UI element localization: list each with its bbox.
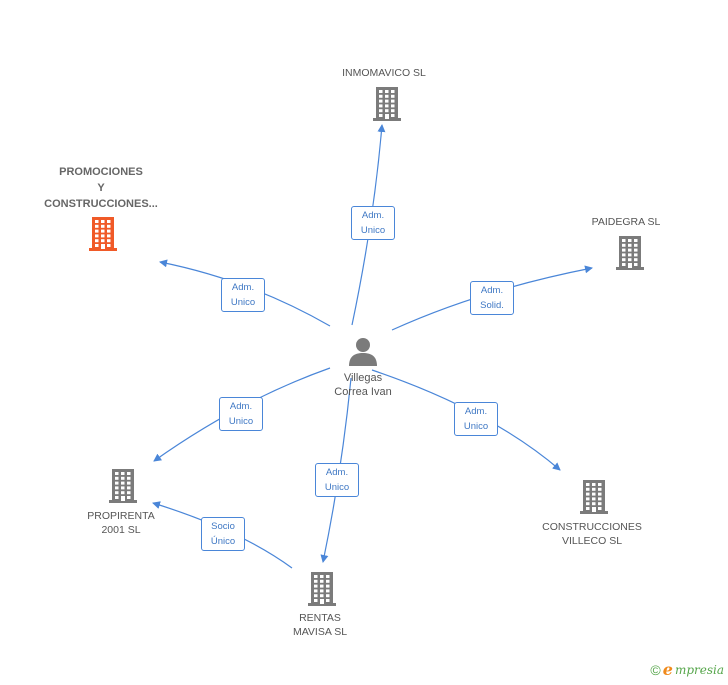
person-icon[interactable] bbox=[347, 336, 379, 366]
center-person-name[interactable]: Villegas Correa Ivan bbox=[334, 372, 392, 398]
building-icon[interactable] bbox=[614, 234, 646, 270]
edge-label-propirenta: Adm. Unico bbox=[219, 397, 263, 431]
building-icon[interactable] bbox=[107, 467, 139, 503]
node-label-villeco[interactable]: CONSTRUCCIONES VILLECO SL bbox=[542, 521, 642, 547]
edge-label-paidegra: Adm. Solid. bbox=[470, 281, 514, 315]
building-icon[interactable] bbox=[306, 570, 338, 606]
node-label-rentas[interactable]: RENTAS MAVISA SL bbox=[292, 612, 348, 638]
building-icon[interactable] bbox=[578, 478, 610, 514]
node-label-paidegra[interactable]: PAIDEGRA SL bbox=[591, 216, 661, 228]
node-label-promociones[interactable]: PROMOCIONES Y CONSTRUCCIONES... bbox=[44, 166, 158, 210]
building-icon[interactable] bbox=[371, 85, 403, 121]
building-icon[interactable] bbox=[87, 215, 119, 251]
node-label-inmomavico[interactable]: INMOMAVICO SL bbox=[342, 67, 426, 79]
edge-label-villeco: Adm. Unico bbox=[454, 402, 498, 436]
edge-label-rentas: Adm. Unico bbox=[315, 463, 359, 497]
edge-label-socio: Socio Único bbox=[201, 517, 245, 551]
brand-initial: e bbox=[662, 660, 673, 679]
node-label-propirenta[interactable]: PROPIRENTA 2001 SL bbox=[87, 510, 155, 536]
brand-name: mpresia bbox=[674, 662, 724, 677]
copyright-icon: © bbox=[650, 661, 661, 678]
edge-label-inmomavico: Adm. Unico bbox=[351, 206, 395, 240]
edge-label-promociones: Adm. Unico bbox=[221, 278, 265, 312]
